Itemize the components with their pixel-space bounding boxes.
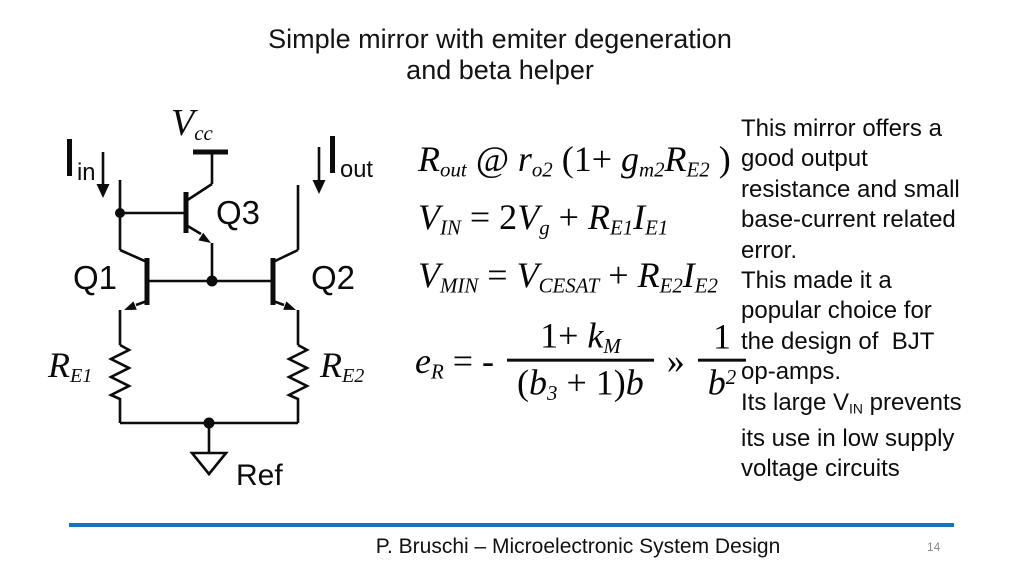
circuit-solids — [96, 180, 326, 429]
node-dot-ground — [203, 417, 215, 429]
resistor-re1 — [107, 343, 132, 423]
label-q1: Q1 — [73, 259, 118, 296]
q3-collector — [185, 152, 214, 203]
iout-arrowhead — [312, 180, 326, 194]
q2-emitter-arrowhead — [283, 301, 296, 310]
notes-line: resistance and small — [741, 175, 960, 203]
label-re1: RE1 — [48, 345, 93, 388]
label-re2: RE2 — [320, 345, 365, 388]
equation-rout: Rout @ ro2 (1+ gm2RE2 ) — [418, 139, 731, 182]
notes-line: good output — [741, 145, 868, 173]
label-ref: Ref — [236, 459, 283, 492]
slide-title-line2: and beta helper — [406, 55, 594, 85]
slide-title: Simple mirror with emiter degeneration a… — [0, 24, 1000, 86]
label-vcc: Vcc — [171, 102, 213, 146]
q1-collector — [119, 248, 148, 264]
resistor-re2 — [285, 343, 310, 423]
notes-line: This made it a — [741, 267, 892, 295]
ground-icon — [189, 451, 229, 477]
label-iout: Iout — [325, 125, 374, 185]
equation-vin: VIN = 2Vg + RE1IE1 — [418, 197, 669, 240]
q1-emitter-arrowhead — [124, 301, 137, 310]
notes-line: its use in low supply — [741, 424, 955, 452]
label-iin: Iin — [62, 128, 96, 188]
notes-line: op-amps. — [741, 358, 842, 386]
page-number: 14 — [927, 540, 941, 554]
notes-line: the design of BJT — [741, 327, 935, 355]
node-dot-base — [206, 275, 218, 287]
equation-vmin: VMIN = VCESAT + RE2IE2 — [418, 255, 718, 298]
notes-line: Its large VIN prevents — [741, 388, 962, 417]
footer-credit: P. Bruschi – Microelectronic System Desi… — [375, 535, 781, 558]
circuit-bars — [144, 149, 276, 305]
label-q3: Q3 — [216, 194, 261, 231]
notes-line: base-current related — [741, 206, 956, 234]
notes-line: voltage circuits — [741, 455, 900, 483]
q2-collector — [272, 185, 300, 264]
notes-line: popular choice for — [741, 297, 932, 325]
label-q2: Q2 — [311, 259, 356, 296]
notes-line: This mirror offers a — [741, 115, 942, 142]
notes-line: error. — [741, 236, 798, 264]
iin-arrowhead — [96, 184, 110, 198]
q3-emitter-arrowhead — [198, 232, 211, 243]
slide-title-line1: Simple mirror with emiter degeneration — [268, 24, 732, 54]
footer-accent-rule — [69, 523, 954, 527]
node-dot-input — [115, 208, 125, 218]
